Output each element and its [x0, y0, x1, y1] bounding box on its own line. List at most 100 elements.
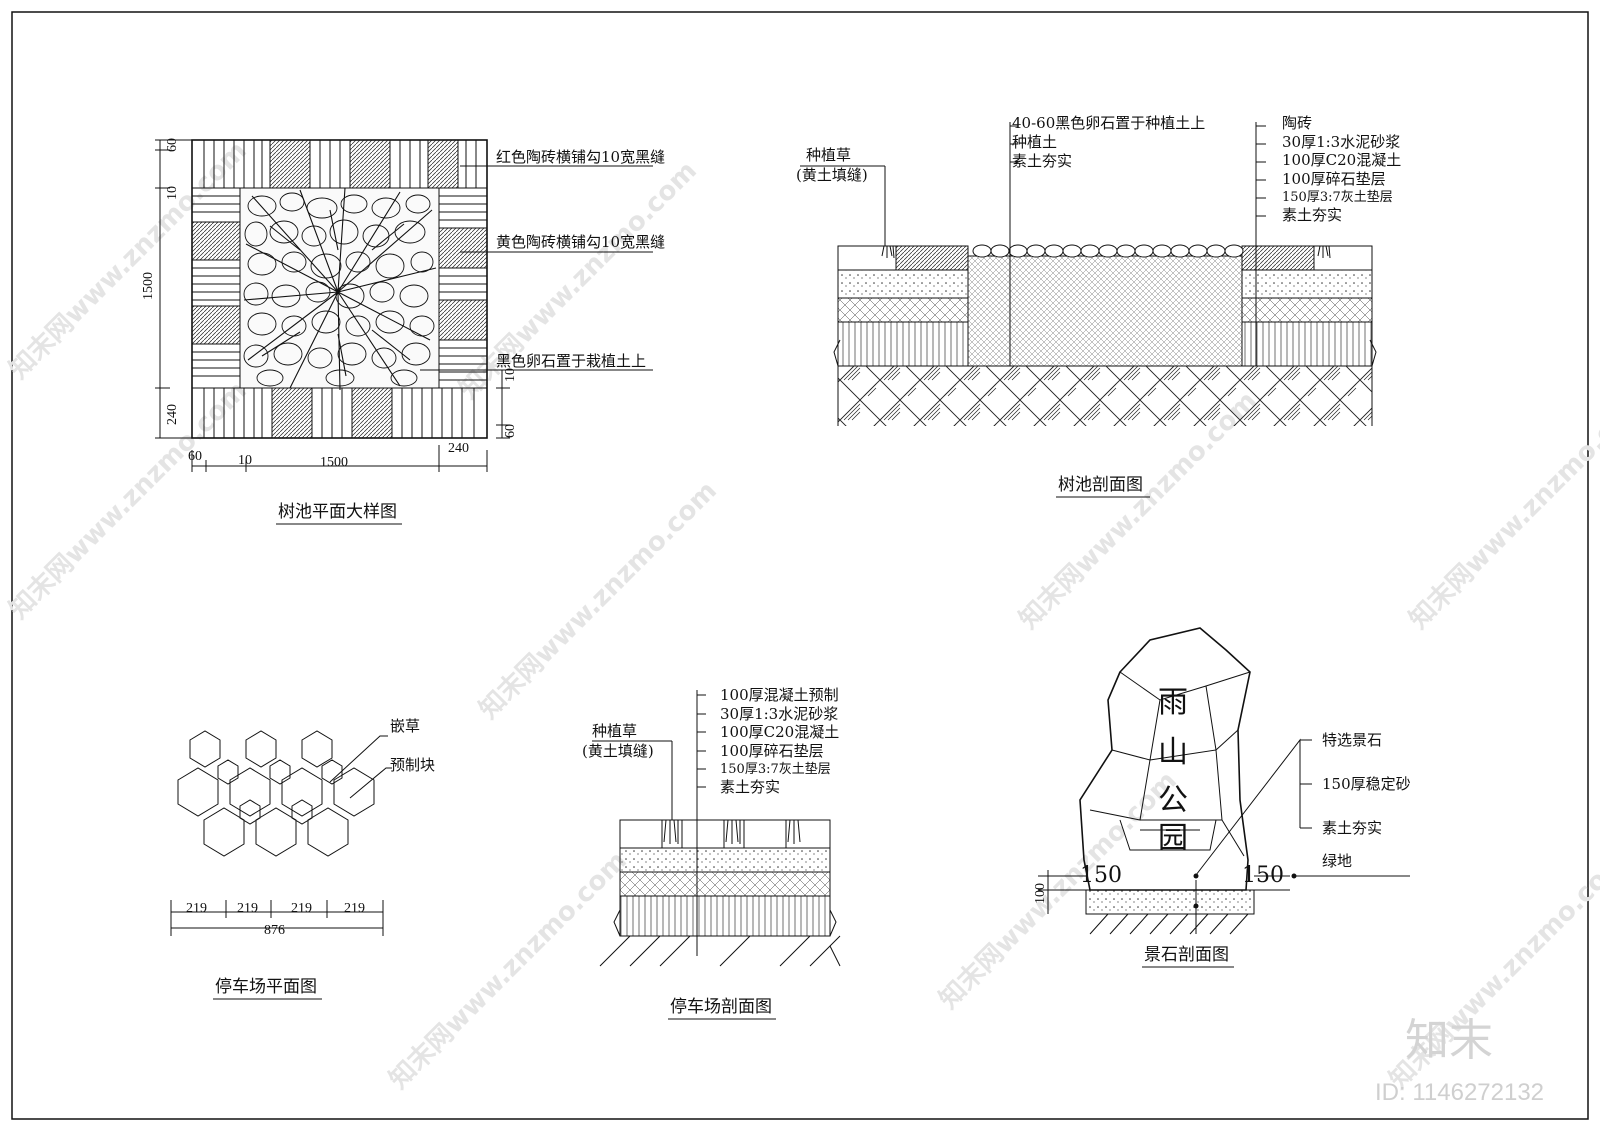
stone-char-0: 雨 [1158, 685, 1188, 720]
rock-ground [1086, 913, 1254, 935]
dim-right-10: 10 [503, 368, 518, 382]
label-parking-0: 100厚混凝土预制 [720, 686, 839, 704]
label-parking-5: 素土夯实 [720, 778, 780, 796]
stone-facets [1089, 671, 1251, 857]
label-right-0: 陶砖 [1282, 114, 1312, 132]
label-stone: 特选景石 [1322, 731, 1382, 749]
label-green-space: 绿地 [1322, 852, 1352, 870]
label-parking-grass: 种植草 [592, 722, 637, 740]
leader-dot [1291, 873, 1297, 879]
mortar-layer [619, 847, 831, 873]
label-grass-joint: 嵌草 [390, 717, 420, 735]
parking-section-leaders [592, 690, 706, 956]
tree-pit-plan: 红色陶砖横铺勾10宽黑缝 黄色陶砖横铺勾10宽黑缝 黑色卵石置于栽植土上 60 … [141, 138, 665, 525]
dim-parking-1: 219 [237, 901, 258, 916]
watermark-logo: 知末 [1405, 1015, 1493, 1066]
dim-bottom-total: 1500 [320, 455, 348, 470]
label-center-2: 素土夯实 [1012, 152, 1072, 170]
dim-parking-0: 219 [186, 901, 207, 916]
rock-dimension-lines [1038, 870, 1290, 914]
precast-blocks [619, 819, 787, 849]
rock-section: 雨 山 公 园 特选景石 150厚稳定砂 素土夯实 绿地 150 150 100… [1033, 627, 1411, 968]
label-center-1: 种植土 [1012, 133, 1057, 151]
leader-dot [1193, 873, 1199, 879]
plan-dimension-lines [155, 139, 510, 472]
leader-dot [1193, 903, 1199, 909]
left-brick-band [191, 187, 241, 389]
dim-left-bottom: 240 [165, 404, 180, 425]
gravel-layer [619, 895, 831, 937]
label-center-0: 40-60黑色卵石置于种植土上 [1012, 114, 1205, 132]
stone-char-1: 山 [1158, 735, 1188, 770]
label-right-3: 100厚碎石垫层 [1282, 170, 1386, 188]
label-right-1: 30厚1:3水泥砂浆 [1282, 133, 1400, 151]
dim-bottom-240: 240 [448, 441, 469, 456]
watermark-text: 知末网www.znzmo.com [474, 476, 723, 725]
label-right-4: 150厚3:7灰土垫层 [1282, 189, 1393, 205]
concrete-layer [619, 871, 831, 897]
watermark-text: 知末网www.znzmo.com [384, 846, 633, 1095]
hexagon-pavers [177, 730, 375, 857]
parking-grass [663, 819, 801, 844]
parking-leaders [329, 735, 392, 799]
section-leaders [800, 122, 1266, 366]
tree-canopy [243, 187, 437, 391]
grass-tufts [881, 245, 1331, 259]
label-parking-4: 150厚3:7灰土垫层 [720, 761, 831, 777]
title-tree-pit-section: 树池剖面图 [1058, 475, 1143, 495]
label-parking-2: 100厚C20混凝土 [720, 723, 839, 741]
dim-rock-right: 150 [1242, 863, 1284, 888]
label-pebble: 黑色卵石置于栽植土上 [496, 352, 646, 370]
parking-dimension-lines [170, 900, 384, 936]
title-parking-section: 停车场剖面图 [670, 997, 772, 1017]
tree-pit-section: 种植草 (黄土填缝) 40-60黑色卵石置于种植土上 种植土 素土夯实 陶砖 3… [796, 114, 1401, 498]
title-tree-pit-plan: 树池平面大样图 [278, 502, 397, 522]
watermark-text: 知末网www.znzmo.com [1404, 386, 1600, 635]
top-brick-band [191, 139, 488, 189]
right-brick-band [438, 187, 488, 389]
label-right-5: 素土夯实 [1282, 206, 1342, 224]
sheet-frame [11, 11, 1589, 1120]
dim-parking-3: 219 [344, 901, 365, 916]
compacted-earth [838, 366, 1372, 426]
label-precast-block: 预制块 [390, 756, 435, 774]
label-red-tile: 红色陶砖横铺勾10宽黑缝 [496, 148, 665, 166]
label-section-grass: 种植草 [806, 146, 851, 164]
plan-leaders [420, 165, 653, 371]
label-parking-1: 30厚1:3水泥砂浆 [720, 705, 838, 723]
label-yellow-tile: 黄色陶砖横铺勾10宽黑缝 [496, 233, 665, 251]
stone-char-2: 公 [1158, 783, 1188, 818]
title-parking-plan: 停车场平面图 [215, 977, 317, 997]
dim-bottom-10: 10 [238, 453, 252, 468]
dim-right-60: 60 [503, 424, 518, 438]
label-parking-grass-fill: (黄土填缝) [582, 742, 654, 760]
dim-rock-left: 150 [1080, 863, 1122, 888]
planting-soil [967, 255, 1243, 367]
watermark-text: 知末网www.znzmo.com [4, 376, 253, 625]
label-sand: 150厚稳定砂 [1322, 775, 1411, 793]
label-parking-3: 100厚碎石垫层 [720, 742, 824, 760]
section-left-paving [833, 245, 969, 367]
label-earth: 素土夯实 [1322, 819, 1382, 837]
dim-left-total: 1500 [141, 272, 156, 300]
dim-left-top: 60 [165, 138, 180, 152]
section-pebbles [972, 244, 1244, 258]
parking-section: 种植草 (黄土填缝) 100厚混凝土预制 30厚1:3水泥砂浆 100厚C20混… [582, 686, 841, 1020]
label-section-grass-fill: (黄土填缝) [796, 166, 868, 184]
dim-parking-total: 876 [264, 923, 285, 938]
dim-parking-2: 219 [291, 901, 312, 916]
ground-lines [599, 935, 841, 967]
bottom-brick-band [191, 387, 488, 439]
section-right-paving [1241, 245, 1377, 367]
dim-rock-height: 100 [1033, 883, 1048, 904]
sand-bed [1085, 889, 1255, 915]
stone-outline [1079, 627, 1251, 891]
stone-char-3: 园 [1158, 821, 1188, 856]
dim-bottom-60: 60 [188, 449, 202, 464]
parking-plan: 嵌草 预制块 219 219 219 219 876 停车场平面图 [170, 717, 435, 1000]
dim-left-mid: 10 [165, 186, 180, 200]
label-right-2: 100厚C20混凝土 [1282, 151, 1401, 169]
title-rock-section: 景石剖面图 [1144, 945, 1229, 965]
watermark-id: ID: 1146272132 [1375, 1079, 1544, 1106]
